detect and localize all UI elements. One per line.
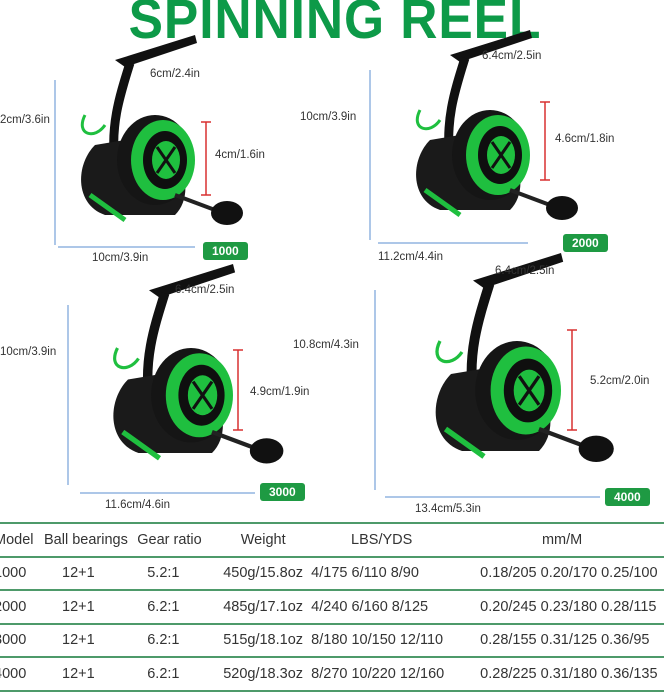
header-mm-m: mm/M <box>460 522 664 558</box>
cell-ball-bearings: 12+1 <box>44 657 138 692</box>
reel-1000-height-dim: 2cm/3.6in <box>0 114 50 126</box>
header-lbs-yds: LBS/YDS <box>303 522 461 558</box>
header-ball-bearings: Ball bearings <box>44 522 138 558</box>
reel-4000-handle-dim: 6.4cm/2.5in <box>495 265 555 277</box>
table-header-row: Model Ball bearings Gear ratio Weight LB… <box>0 522 664 558</box>
cell-ball-bearings: 12+1 <box>44 590 138 625</box>
reel-1000-width-dim: 10cm/3.9in <box>92 252 149 264</box>
cell-model: 2000 <box>0 590 45 625</box>
cell-mm-m: 0.18/205 0.20/170 0.25/100 <box>460 556 664 591</box>
cell-ball-bearings: 12+1 <box>44 556 138 591</box>
reel-illustrations <box>54 0 670 498</box>
cell-lbs-yds: 8/180 10/150 12/110 <box>303 623 461 658</box>
reel-1000-badge: 1000 <box>203 242 248 260</box>
table-row: 3000 12+1 6.2:1 515g/18.1oz 8/180 10/150… <box>0 623 664 658</box>
cell-weight: 485g/17.1oz <box>223 590 304 625</box>
reel-1000-handle-dim: 6cm/2.4in <box>150 68 200 80</box>
reel-1000-spool-dim: 4cm/1.6in <box>215 149 265 161</box>
cell-model: 3000 <box>0 623 45 658</box>
reel-4000-image <box>436 253 614 462</box>
cell-weight: 515g/18.1oz <box>223 623 304 658</box>
cell-model: 4000 <box>0 657 45 692</box>
cell-lbs-yds: 4/240 6/160 8/125 <box>303 590 461 625</box>
cell-gear-ratio: 6.2:1 <box>137 657 224 692</box>
cell-mm-m: 0.20/245 0.23/180 0.28/115 <box>460 590 664 625</box>
cell-model: 1000 <box>0 556 45 591</box>
reel-2000-width-dim: 11.2cm/4.4in <box>378 251 443 263</box>
reel-4000-height-dim: 10.8cm/4.3in <box>293 339 359 351</box>
header-gear-ratio: Gear ratio <box>137 522 224 558</box>
reel-4000-width-dim: 13.4cm/5.3in <box>415 503 481 515</box>
reel-2000-handle-dim: 6.4cm/2.5in <box>482 50 542 62</box>
reel-4000-spool-dim: 5.2cm/2.0in <box>590 375 650 387</box>
cell-lbs-yds: 4/175 6/110 8/90 <box>303 556 461 591</box>
page-title: SPINNING REEL <box>128 0 542 50</box>
reel-2000-spool-dim: 4.6cm/1.8in <box>555 133 615 145</box>
header-model: Model <box>0 522 45 558</box>
cell-lbs-yds: 8/270 10/220 12/160 <box>303 657 461 692</box>
reel-3000-spool-dim: 4.9cm/1.9in <box>250 386 310 398</box>
cell-weight: 450g/15.8oz <box>223 556 304 591</box>
table-row: 2000 12+1 6.2:1 485g/17.1oz 4/240 6/160 … <box>0 590 664 625</box>
reel-3000-width-dim: 11.6cm/4.6in <box>105 499 170 511</box>
cell-gear-ratio: 6.2:1 <box>137 623 224 658</box>
cell-gear-ratio: 5.2:1 <box>137 556 224 591</box>
reel-4000-badge: 4000 <box>605 488 650 506</box>
reel-3000-height-dim: 10cm/3.9in <box>0 346 57 358</box>
spool-dimension-lines <box>201 101 577 431</box>
reel-3000-badge: 3000 <box>260 483 305 501</box>
cell-ball-bearings: 12+1 <box>44 623 138 658</box>
spec-table: Model Ball bearings Gear ratio Weight LB… <box>0 522 664 692</box>
reel-2000-badge: 2000 <box>563 234 608 252</box>
cell-weight: 520g/18.3oz <box>223 657 304 692</box>
dimension-lines <box>54 70 600 498</box>
table-row: 4000 12+1 6.2:1 520g/18.3oz 8/270 10/220… <box>0 657 664 692</box>
reel-3000-handle-dim: 6.4cm/2.5in <box>175 284 235 296</box>
cell-mm-m: 0.28/155 0.31/125 0.36/95 <box>460 623 664 658</box>
header-weight: Weight <box>223 522 304 558</box>
reel-2000-height-dim: 10cm/3.9in <box>300 111 357 123</box>
cell-mm-m: 0.28/225 0.31/180 0.36/135 <box>460 657 664 692</box>
table-row: 1000 12+1 5.2:1 450g/15.8oz 4/175 6/110 … <box>0 556 664 591</box>
cell-gear-ratio: 6.2:1 <box>137 590 224 625</box>
reel-1000-image <box>81 35 243 225</box>
